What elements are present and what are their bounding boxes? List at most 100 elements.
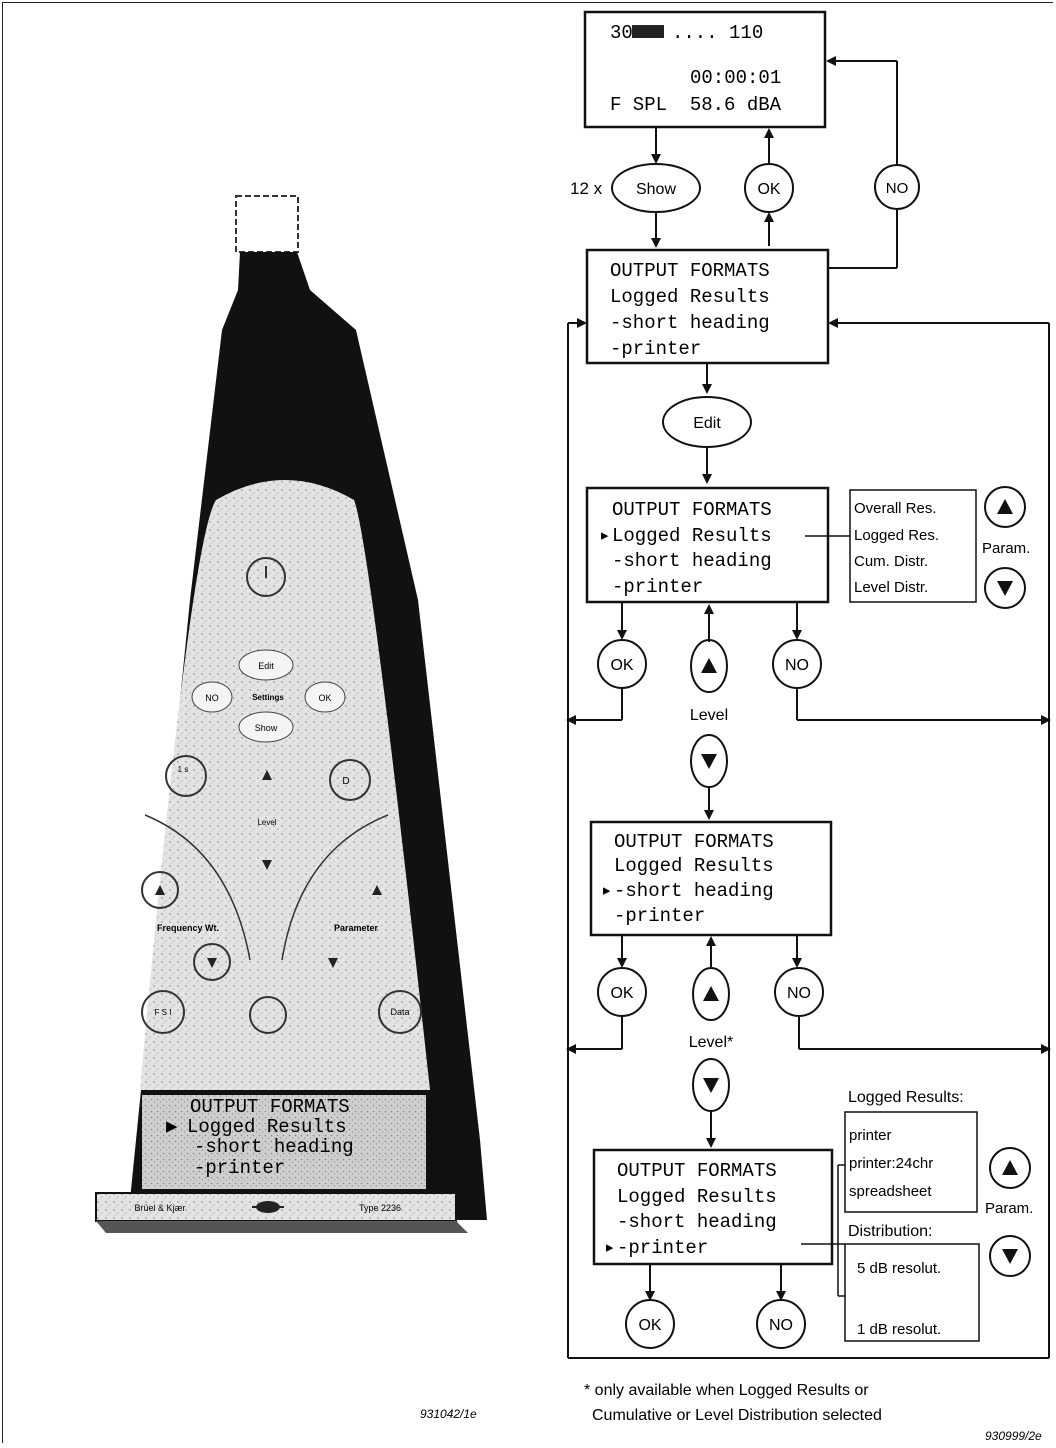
ok-key-label: OK	[318, 693, 331, 703]
brand-label: Brüel & Kjær	[134, 1203, 185, 1213]
screen-2-title: OUTPUT FORMATS	[612, 499, 772, 521]
figure-code-right: 930999/2e	[985, 1429, 1042, 1443]
fsi-key[interactable]	[141, 990, 185, 1034]
up-triangle-icon	[997, 499, 1013, 514]
one-second-label: 1 s	[178, 765, 189, 774]
edit-key-label: Edit	[258, 661, 274, 671]
no-button-1[interactable]	[874, 164, 920, 210]
times-label: 12 x	[570, 179, 603, 198]
no-key[interactable]	[191, 681, 233, 713]
power-key-ring[interactable]	[246, 557, 286, 597]
down-triangle-icon	[701, 754, 717, 769]
frequency-down-key[interactable]	[193, 943, 231, 981]
ok-button-4-label: OK	[638, 1317, 661, 1334]
edit-button[interactable]	[662, 396, 752, 448]
screen-1-printer: -printer	[610, 338, 701, 360]
screen-1-title: OUTPUT FORMATS	[610, 260, 770, 282]
show-key-label: Show	[255, 723, 278, 733]
screen-2-cursor: ▸	[599, 525, 610, 547]
top-display-line2: 00:00:01	[690, 67, 781, 89]
param-option-4: Level Distr.	[854, 579, 928, 596]
param-label-1: Param.	[982, 540, 1030, 557]
ok-button-1[interactable]	[744, 163, 794, 213]
ok-button-4[interactable]	[625, 1299, 675, 1349]
data-key[interactable]	[378, 990, 422, 1034]
param-options-box	[849, 489, 977, 603]
edit-button-label: Edit	[693, 415, 721, 432]
up-triangle-icon	[703, 986, 719, 1001]
param-up-button-1[interactable]	[984, 486, 1026, 528]
screen-4-logged: Logged Results	[617, 1186, 777, 1208]
screen-4-heading: -short heading	[617, 1211, 777, 1233]
frequency-up-key[interactable]	[141, 871, 179, 909]
level-up-button-2[interactable]	[690, 639, 728, 693]
meter-display-window	[142, 1095, 426, 1189]
screen-3-logged: Logged Results	[614, 855, 774, 877]
level-key-label: Level	[257, 818, 276, 827]
screen-3-printer: -printer	[614, 905, 705, 927]
frequency-label: Frequency Wt.	[157, 923, 219, 933]
ok-key[interactable]	[304, 681, 346, 713]
frequency-down-icon	[207, 958, 217, 968]
param-option-2: Logged Res.	[854, 527, 939, 544]
meter-display-cursor: ▶	[166, 1116, 178, 1138]
level-down-key[interactable]	[262, 860, 272, 870]
flow-chart	[566, 10, 1051, 1359]
ok-button-3-label: OK	[610, 985, 633, 1002]
no-button-4[interactable]	[756, 1299, 806, 1349]
d-key[interactable]	[329, 759, 371, 801]
screen-3-title: OUTPUT FORMATS	[614, 831, 774, 853]
param-down-button-1[interactable]	[984, 567, 1026, 609]
show-button[interactable]	[611, 163, 701, 213]
parameter-label: Parameter	[334, 923, 379, 933]
screen-1-heading: -short heading	[610, 312, 770, 334]
level-up-button-3[interactable]	[692, 967, 730, 1021]
footnote-line2: Cumulative or Level Distribution selecte…	[592, 1407, 882, 1424]
logged-option-2: printer:24chr	[849, 1155, 933, 1172]
meter-display-line2: Logged Results	[187, 1116, 347, 1138]
param-up-button-4[interactable]	[989, 1147, 1031, 1189]
meter-display-line4: -printer	[194, 1157, 285, 1179]
edit-key[interactable]	[238, 649, 294, 681]
microphone	[235, 195, 299, 253]
no-button-3-label: NO	[787, 985, 811, 1002]
keypad-panel	[140, 480, 430, 1090]
sound-level-meter: Edit NO Settings OK Show 1 s D Level Fre…	[95, 195, 487, 1233]
level-up-key[interactable]	[262, 770, 272, 780]
top-display-line1-left: 30	[610, 22, 633, 44]
down-triangle-icon	[703, 1078, 719, 1093]
show-key[interactable]	[238, 711, 294, 743]
distribution-options-box	[844, 1243, 980, 1342]
no-button-4-label: NO	[769, 1317, 793, 1334]
no-button-2-label: NO	[785, 657, 809, 674]
no-key-label: NO	[205, 693, 219, 703]
top-display-line1-right: .... 110	[672, 22, 763, 44]
screen-2-logged: Logged Results	[612, 525, 772, 547]
level-label-1: Level	[690, 707, 728, 724]
param-down-button-4[interactable]	[989, 1235, 1031, 1277]
top-display	[583, 10, 827, 129]
freq-curve-left	[144, 814, 251, 961]
screen-2	[585, 486, 830, 604]
ok-button-2-label: OK	[610, 657, 633, 674]
parameter-up-key[interactable]	[372, 885, 382, 895]
settings-label: Settings	[252, 693, 284, 702]
screen-4	[592, 1148, 834, 1266]
parameter-down-key[interactable]	[328, 958, 338, 968]
figure-code-left: 931042/1e	[420, 1407, 477, 1421]
up-triangle-icon	[1002, 1160, 1018, 1175]
down-triangle-icon	[997, 581, 1013, 596]
screen-1-logged: Logged Results	[610, 286, 770, 308]
one-second-key[interactable]	[165, 755, 207, 797]
top-display-line3: F SPL 58.6 dBA	[610, 94, 782, 116]
screen-4-title: OUTPUT FORMATS	[617, 1160, 777, 1182]
distribution-option-2: 1 dB resolut.	[857, 1321, 941, 1338]
screen-2-printer: -printer	[612, 576, 703, 598]
reset-key[interactable]	[249, 996, 287, 1034]
no-button-label: NO	[886, 180, 909, 197]
logged-options-box	[844, 1111, 978, 1213]
d-key-label: D	[342, 776, 349, 787]
logged-option-1: printer	[849, 1127, 892, 1144]
